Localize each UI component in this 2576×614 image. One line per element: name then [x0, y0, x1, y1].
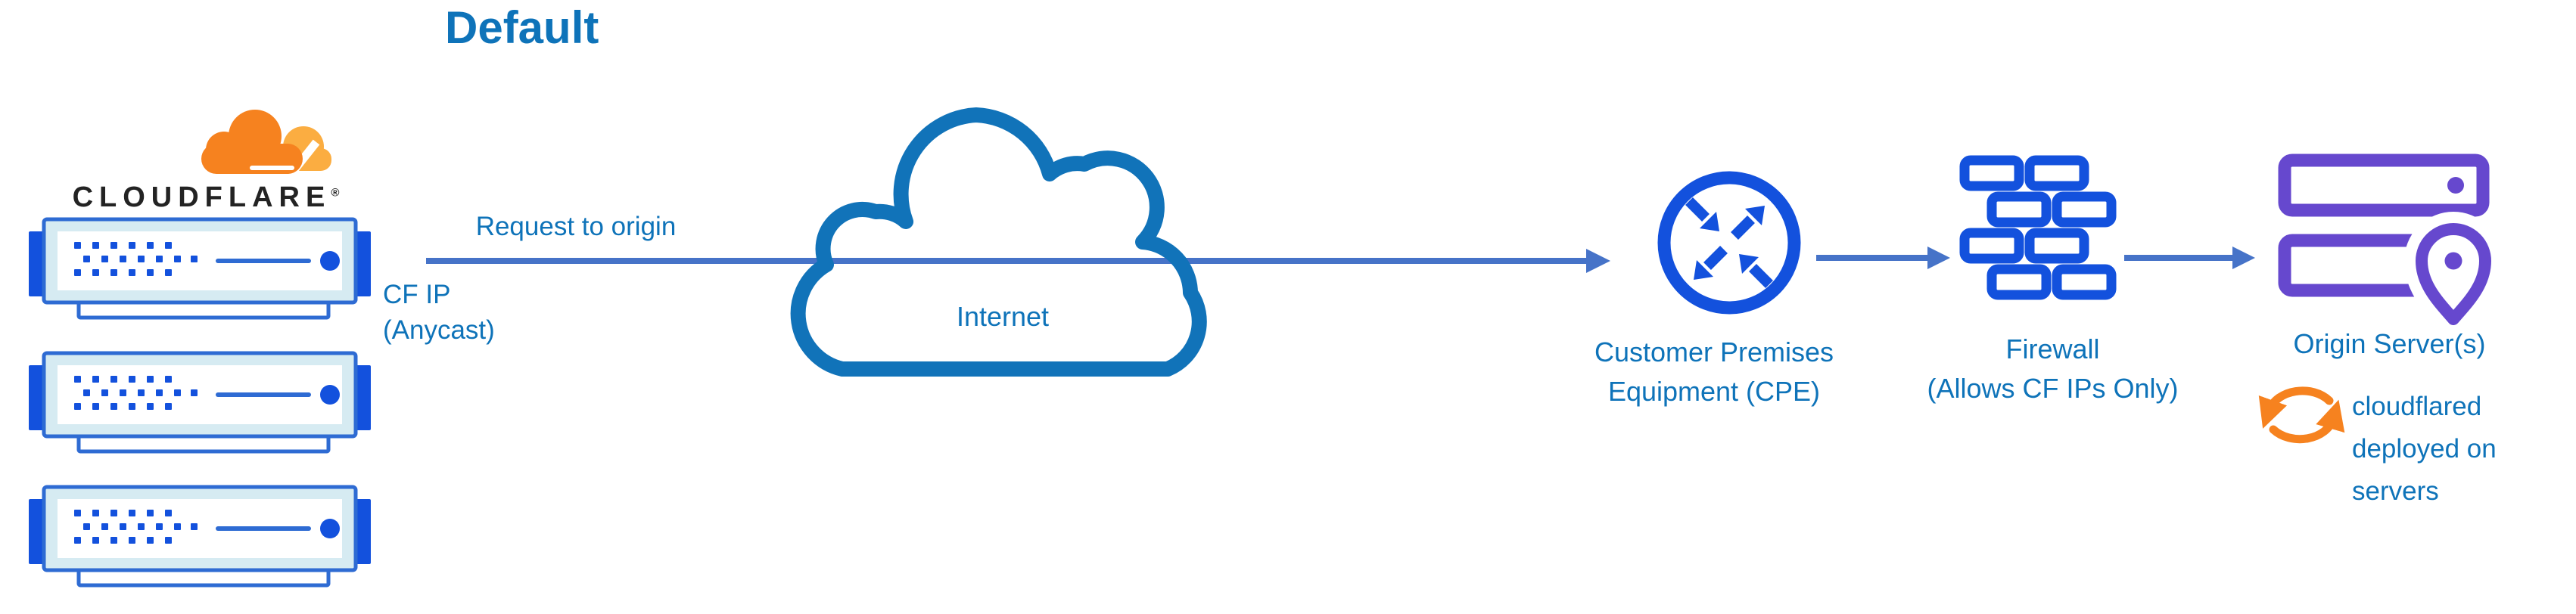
cloudflared-note: cloudflared deployed on servers	[2352, 386, 2497, 513]
firewall-label: Firewall (Allows CF IPs Only)	[1884, 330, 2221, 408]
origin-servers-icon	[2278, 154, 2503, 336]
sync-icon	[2258, 386, 2345, 444]
firewall-icon	[1959, 155, 2117, 300]
cloudflared-note-line1: cloudflared	[2352, 392, 2482, 421]
server-vent-dots	[74, 242, 198, 276]
firewall-label-line1: Firewall	[2005, 333, 2100, 364]
cloudflare-wordmark: CLOUDFLARE®	[39, 181, 372, 214]
edge-server-icon	[29, 485, 371, 588]
cloudflared-note-line2: deployed on	[2352, 434, 2497, 464]
cf-ip-line2: (Anycast)	[383, 315, 495, 345]
cloudflared-note-line3: servers	[2352, 476, 2439, 506]
cloudflare-logo-cloud-icon	[201, 110, 331, 181]
cloudflare-wordmark-text: CLOUDFLARE	[72, 181, 331, 213]
edge-server-icon	[29, 351, 371, 454]
cf-ip-line1: CF IP	[383, 280, 451, 309]
internet-cloud-fill	[798, 115, 1199, 369]
cpe-label: Customer Premises Equipment (CPE)	[1551, 333, 1877, 411]
cpe-label-line1: Customer Premises	[1594, 336, 1834, 367]
registered-trademark-symbol: ®	[331, 186, 340, 200]
internet-cloud-icon	[790, 107, 1207, 377]
origin-servers-label: Origin Server(s)	[2293, 328, 2486, 359]
firewall-label-line2: (Allows CF IPs Only)	[1927, 373, 2179, 404]
arrow-cloudflare-to-cpe	[426, 249, 1610, 273]
arrow-cpe-to-firewall	[1816, 247, 1950, 269]
request-to-origin-label: Request to origin	[475, 212, 677, 241]
cpe-router-icon	[1657, 171, 1801, 315]
cpe-label-line2: Equipment (CPE)	[1607, 376, 1821, 407]
diagram-title: Default	[445, 2, 599, 53]
internet-label: Internet	[956, 301, 1050, 332]
location-pin-icon	[2404, 212, 2503, 336]
edge-server-icon	[29, 217, 371, 320]
arrow-firewall-to-origin	[2124, 247, 2255, 269]
cf-ip-anycast-label: CF IP (Anycast)	[383, 277, 495, 348]
